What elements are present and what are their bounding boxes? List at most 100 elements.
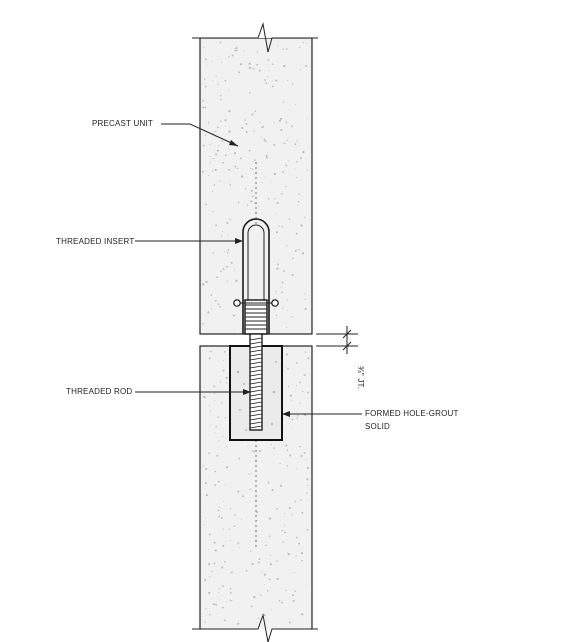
concrete-speck [222,268,225,270]
concrete-speck [215,603,218,606]
concrete-speck [217,509,220,512]
rod-thread [249,409,263,413]
concrete-speck [253,160,255,162]
concrete-speck [219,514,220,516]
concrete-speck [286,139,289,141]
concrete-speck [218,516,220,518]
concrete-speck [205,468,208,470]
concrete-speck [291,513,293,516]
concrete-speck [204,621,206,623]
concrete-speck [218,145,220,147]
concrete-speck [242,495,244,498]
concrete-speck [294,168,296,170]
concrete-speck [225,382,227,384]
concrete-speck [217,303,220,305]
concrete-speck [245,131,248,133]
concrete-speck [298,193,300,195]
concrete-speck [303,41,305,44]
concrete-speck [235,47,238,50]
rod-thread [249,405,263,409]
concrete-speck [275,79,278,82]
concrete-speck [208,548,210,550]
concrete-speck [296,177,298,179]
concrete-speck [218,592,220,593]
concrete-speck [212,143,213,145]
concrete-speck [248,473,251,475]
concrete-speck [305,298,307,300]
concrete-speck [299,445,301,448]
concrete-speck [210,294,213,296]
concrete-speck [285,366,287,368]
concrete-speck [228,168,230,171]
concrete-speck [286,48,288,50]
concrete-speck [250,189,253,192]
concrete-speck [273,447,275,449]
concrete-speck [221,77,223,79]
concrete-speck [229,218,231,220]
concrete-speck [245,569,248,572]
concrete-speck [294,500,296,503]
concrete-speck [300,224,303,227]
concrete-speck [256,63,258,66]
rod-thread [249,389,263,393]
concrete-speck [253,451,255,453]
concrete-speck [204,106,207,109]
concrete-speck [287,80,289,82]
concrete-speck [204,579,206,582]
concrete-speck [217,480,220,483]
concrete-speck [220,517,223,519]
concrete-speck [285,164,288,167]
rod-thread [249,349,263,353]
concrete-speck [282,48,284,50]
concrete-speck [207,121,210,124]
concrete-speck [305,458,307,461]
concrete-speck [287,368,289,370]
concrete-speck [284,524,286,526]
concrete-speck [296,417,298,420]
joint-dimension-label: ¾" JT. [356,366,365,389]
rod-thread [249,401,263,405]
concrete-speck [296,249,297,251]
rod-thread [249,417,263,421]
concrete-speck [209,155,211,158]
concrete-speck [300,499,302,501]
concrete-speck [302,151,305,154]
concrete-speck [219,120,222,123]
concrete-speck [246,204,248,206]
concrete-speck [208,563,211,566]
concrete-speck [208,452,210,455]
concrete-speck [244,119,247,121]
concrete-speck [224,154,227,157]
concrete-speck [281,281,284,284]
upper-precast-unit [192,22,322,335]
concrete-speck [291,418,294,421]
concrete-speck [213,393,215,395]
concrete-speck [305,585,307,587]
concrete-speck [283,142,285,144]
concrete-speck [278,119,281,122]
concrete-speck [214,470,217,473]
concrete-speck [254,203,256,204]
concrete-speck [220,94,222,97]
concrete-speck [248,149,251,152]
concrete-speck [222,544,225,548]
concrete-speck [249,488,252,490]
concrete-speck [287,553,290,556]
concrete-speck [284,531,286,534]
concrete-speck [254,159,256,161]
threaded-rod-label: THREADED ROD [66,387,132,396]
concrete-speck [210,308,212,310]
concrete-speck [261,615,263,617]
concrete-speck [223,561,226,563]
concrete-speck [283,65,286,68]
concrete-speck [301,511,304,514]
concrete-speck [226,221,229,224]
concrete-speck [223,351,226,353]
concrete-speck [224,484,226,486]
concrete-speck [286,449,289,451]
concrete-speck [295,536,298,539]
concrete-speck [297,200,300,203]
concrete-speck [229,587,232,590]
concrete-speck [281,225,283,228]
concrete-speck [217,416,219,418]
